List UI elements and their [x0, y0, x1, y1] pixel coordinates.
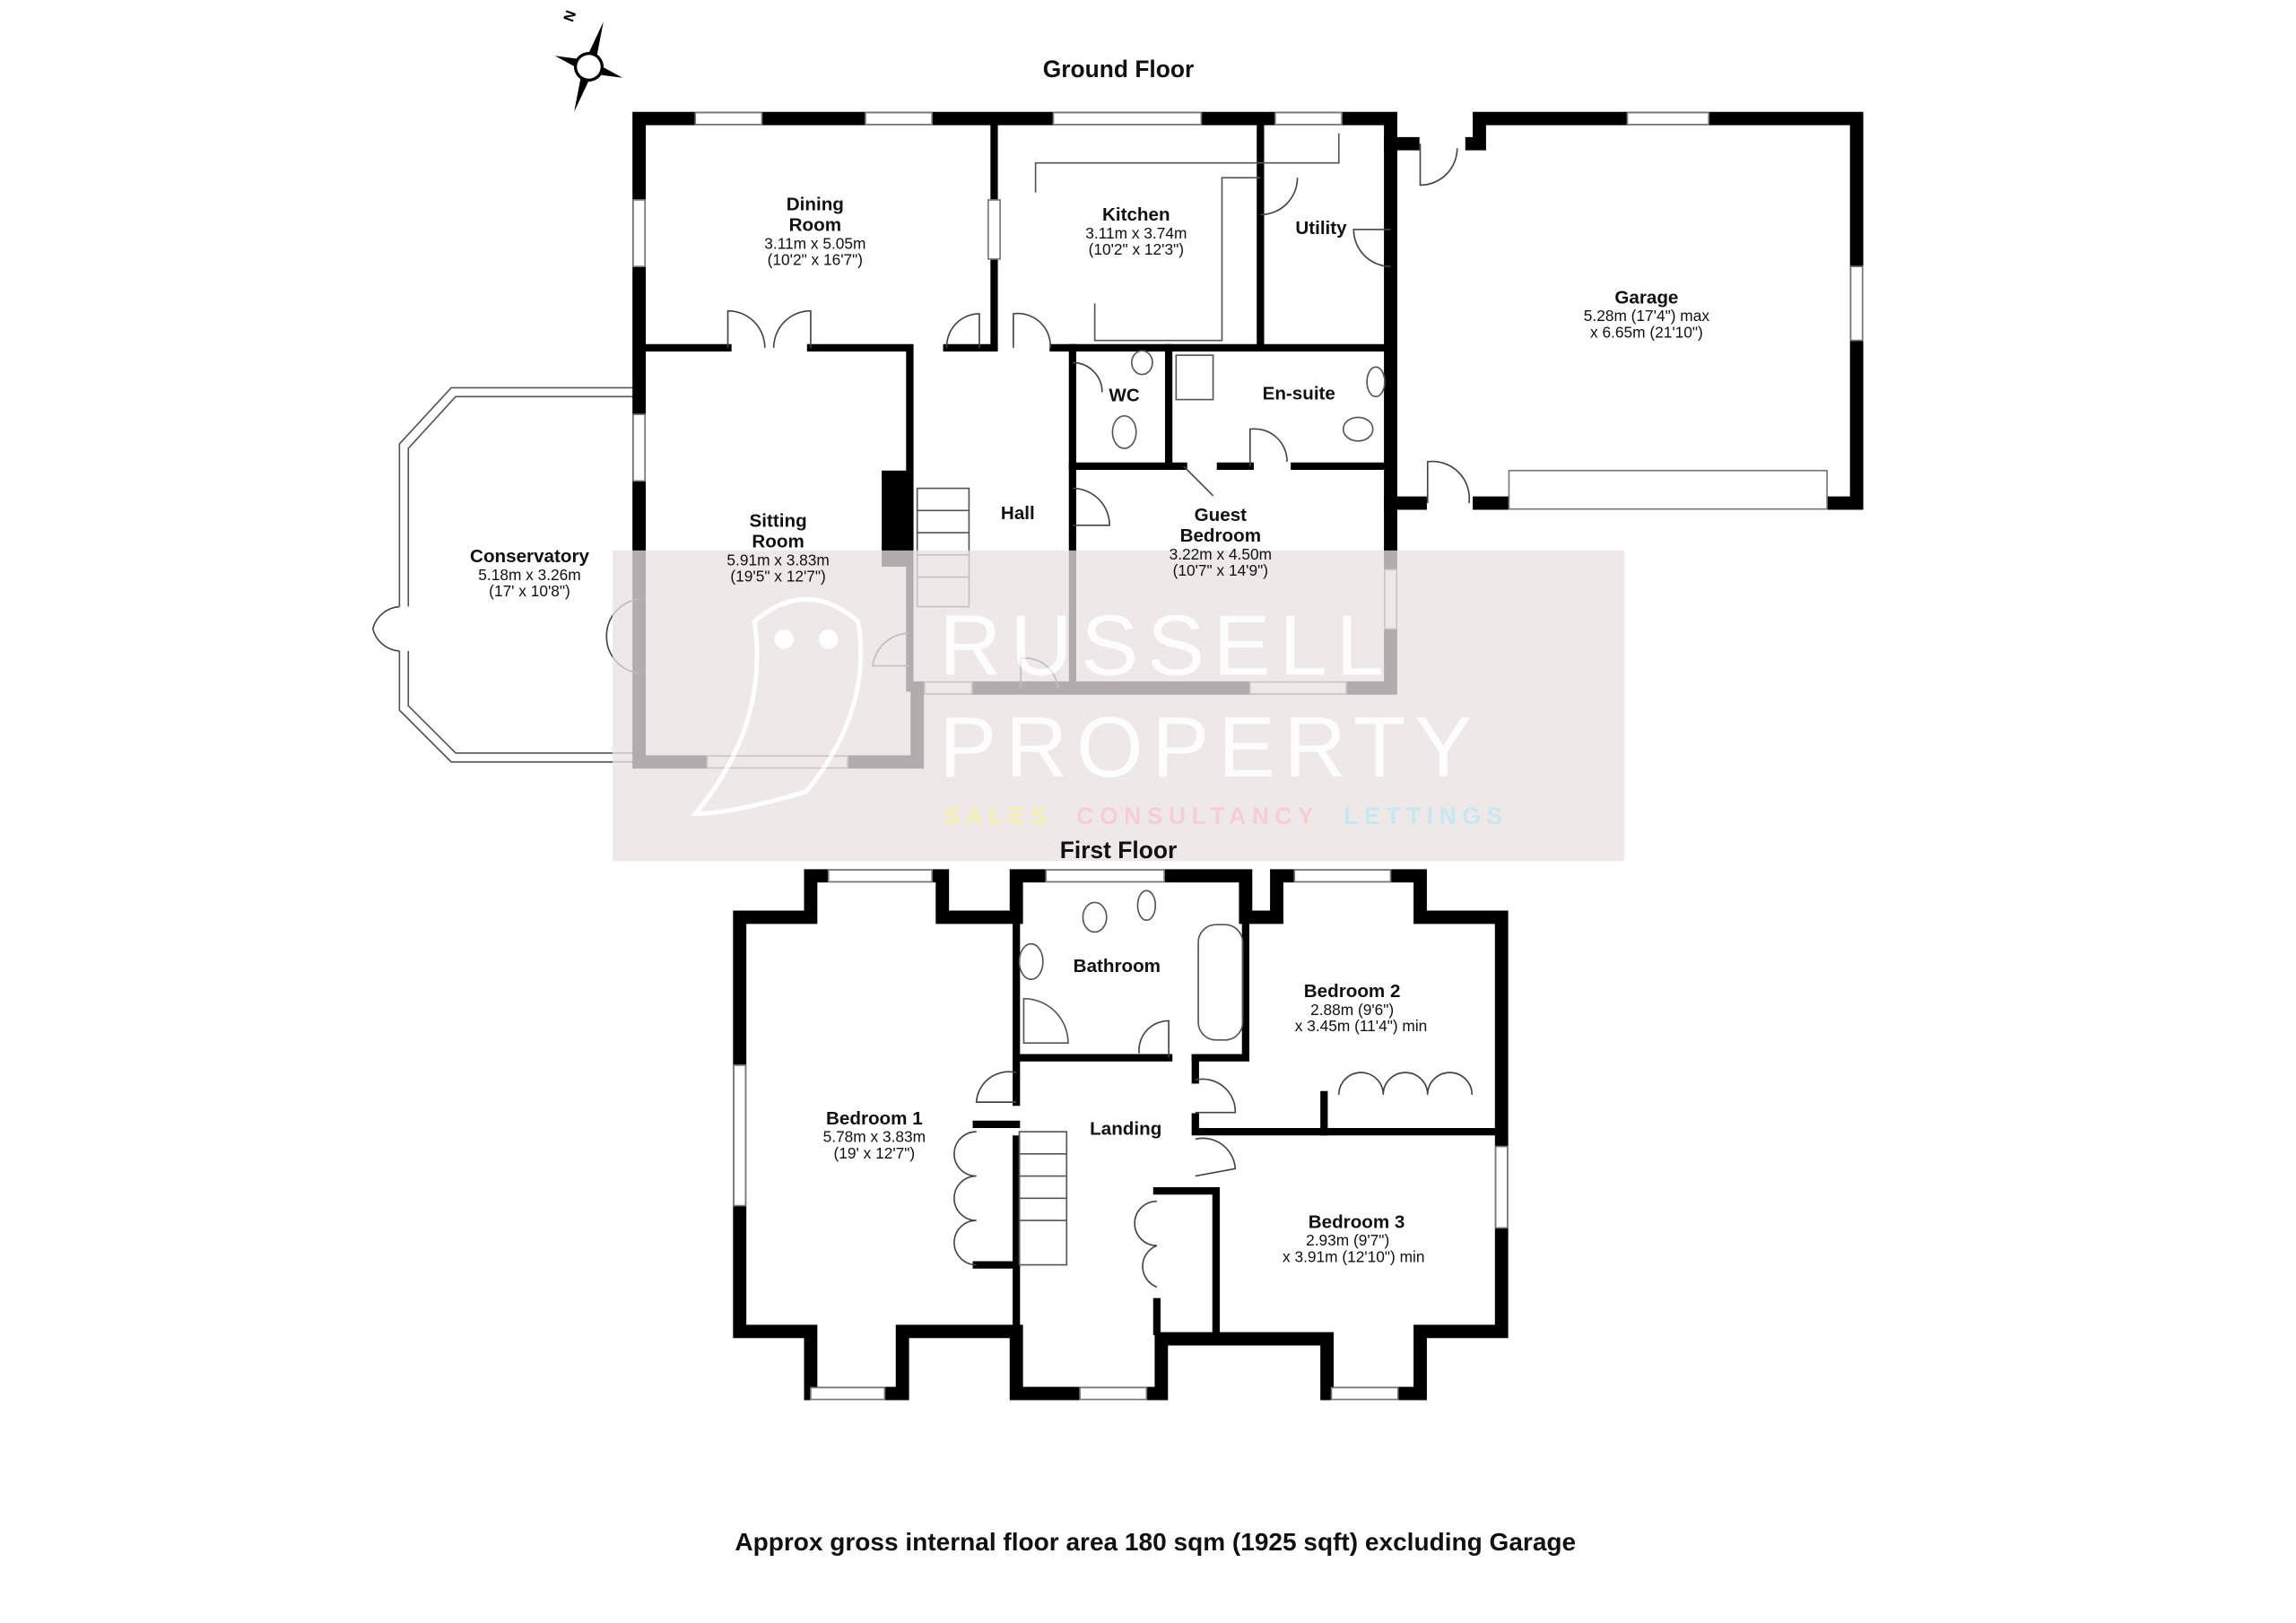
- watermark-tag-lettings: LETTINGS: [1344, 803, 1508, 829]
- room-name: Bedroom 1: [826, 1108, 923, 1129]
- room-dim: 5.91m x 3.83m: [726, 551, 829, 568]
- first-floor-walls: [733, 869, 1509, 1401]
- room-name: WC: [1109, 385, 1139, 405]
- room-name: Bedroom 3: [1309, 1211, 1405, 1232]
- room-dim: 3.22m x 4.50m: [1170, 545, 1272, 563]
- room-dim: 2.93m (9'7"): [1306, 1231, 1389, 1249]
- room-name: Room: [752, 532, 804, 552]
- room-name: Bathroom: [1074, 956, 1161, 976]
- room-dim: 5.28m (17'4") max: [1584, 307, 1710, 325]
- room-name: Dining: [787, 194, 844, 214]
- room-dim: (17' x 10'8"): [489, 582, 570, 600]
- room-name: Room: [789, 215, 841, 236]
- room-dim: (10'2" x 16'7"): [768, 251, 863, 269]
- room-name: Bedroom 2: [1304, 981, 1401, 1002]
- room-dim: (19' x 12'7"): [834, 1144, 916, 1162]
- room-dim: 3.11m x 5.05m: [764, 234, 865, 252]
- room-name: Hall: [1001, 503, 1035, 524]
- room-name: Landing: [1090, 1118, 1161, 1139]
- room-name: Guest: [1195, 505, 1248, 525]
- owl-logo-icon: [690, 596, 864, 816]
- watermark-tag-consultancy: CONSULTANCY: [1076, 803, 1319, 829]
- floor-area-note: Approx gross internal floor area 180 sqm…: [735, 1528, 1576, 1556]
- room-name: Garage: [1614, 287, 1678, 308]
- room-dim: x 3.45m (11'4") min: [1295, 1017, 1428, 1035]
- room-dim: 3.11m x 3.74m: [1085, 224, 1187, 242]
- ground-floor-walls: [605, 111, 1864, 769]
- room-dim: 5.18m x 3.26m: [478, 566, 580, 584]
- room-dim: (10'7" x 14'9"): [1173, 561, 1268, 579]
- room-name: Kitchen: [1102, 204, 1170, 225]
- watermark: RUSSELL PROPERTY SALES CONSULTANCY LETTI…: [612, 550, 1625, 862]
- room-name: En-suite: [1263, 384, 1335, 404]
- staircase: [1018, 1131, 1068, 1266]
- ground-floor-labels: Dining Room 3.11m x 5.05m (10'2" x 16'7"…: [470, 194, 1709, 600]
- room-name: Sitting: [750, 510, 807, 531]
- room-dim: (10'2" x 12'3"): [1089, 240, 1184, 258]
- svg-text:SALES CONSULTANCY: SALES CONSULTANCY LETTINGS: [944, 803, 1508, 829]
- room-name: Bedroom: [1180, 525, 1261, 546]
- watermark-line1: RUSSELL: [939, 597, 1392, 693]
- compass-north-label: N: [561, 8, 579, 23]
- conservatory-outline: [371, 386, 639, 763]
- watermark-tag-sales: SALES: [944, 803, 1052, 829]
- room-name: Utility: [1295, 218, 1347, 239]
- room-name: Conservatory: [470, 546, 589, 567]
- watermark-line2: PROPERTY: [939, 699, 1481, 795]
- room-dim: (19'5" x 12'7"): [730, 568, 825, 586]
- room-dim: 5.78m x 3.83m: [823, 1128, 926, 1146]
- first-floor-title: First Floor: [1060, 837, 1177, 864]
- room-dim: x 6.65m (21'10"): [1590, 323, 1703, 341]
- compass-rose-icon: [554, 22, 623, 112]
- room-dim: x 3.91m (12'10") min: [1283, 1247, 1424, 1265]
- room-dim: 2.88m (9'6"): [1310, 1001, 1394, 1019]
- first-floor-labels: Bathroom Bedroom 2 2.88m (9'6") x 3.45m …: [823, 956, 1428, 1265]
- ground-floor-title: Ground Floor: [1043, 56, 1194, 82]
